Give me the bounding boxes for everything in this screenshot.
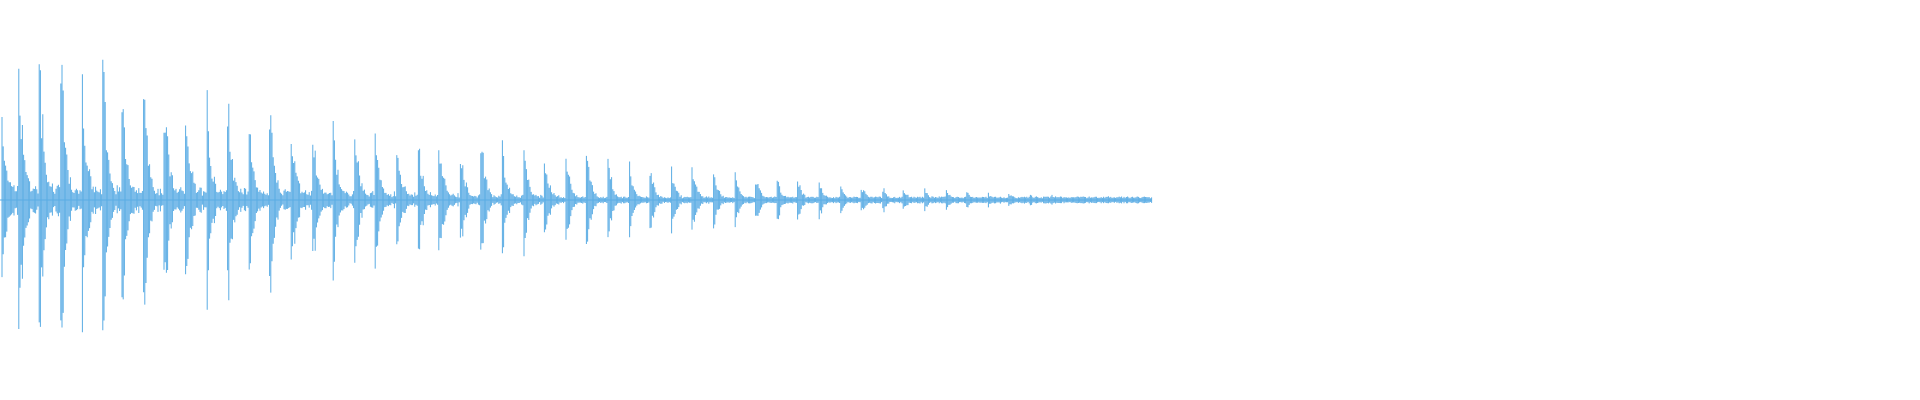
waveform-strokes xyxy=(1,59,1153,333)
waveform-path xyxy=(1,59,1153,333)
